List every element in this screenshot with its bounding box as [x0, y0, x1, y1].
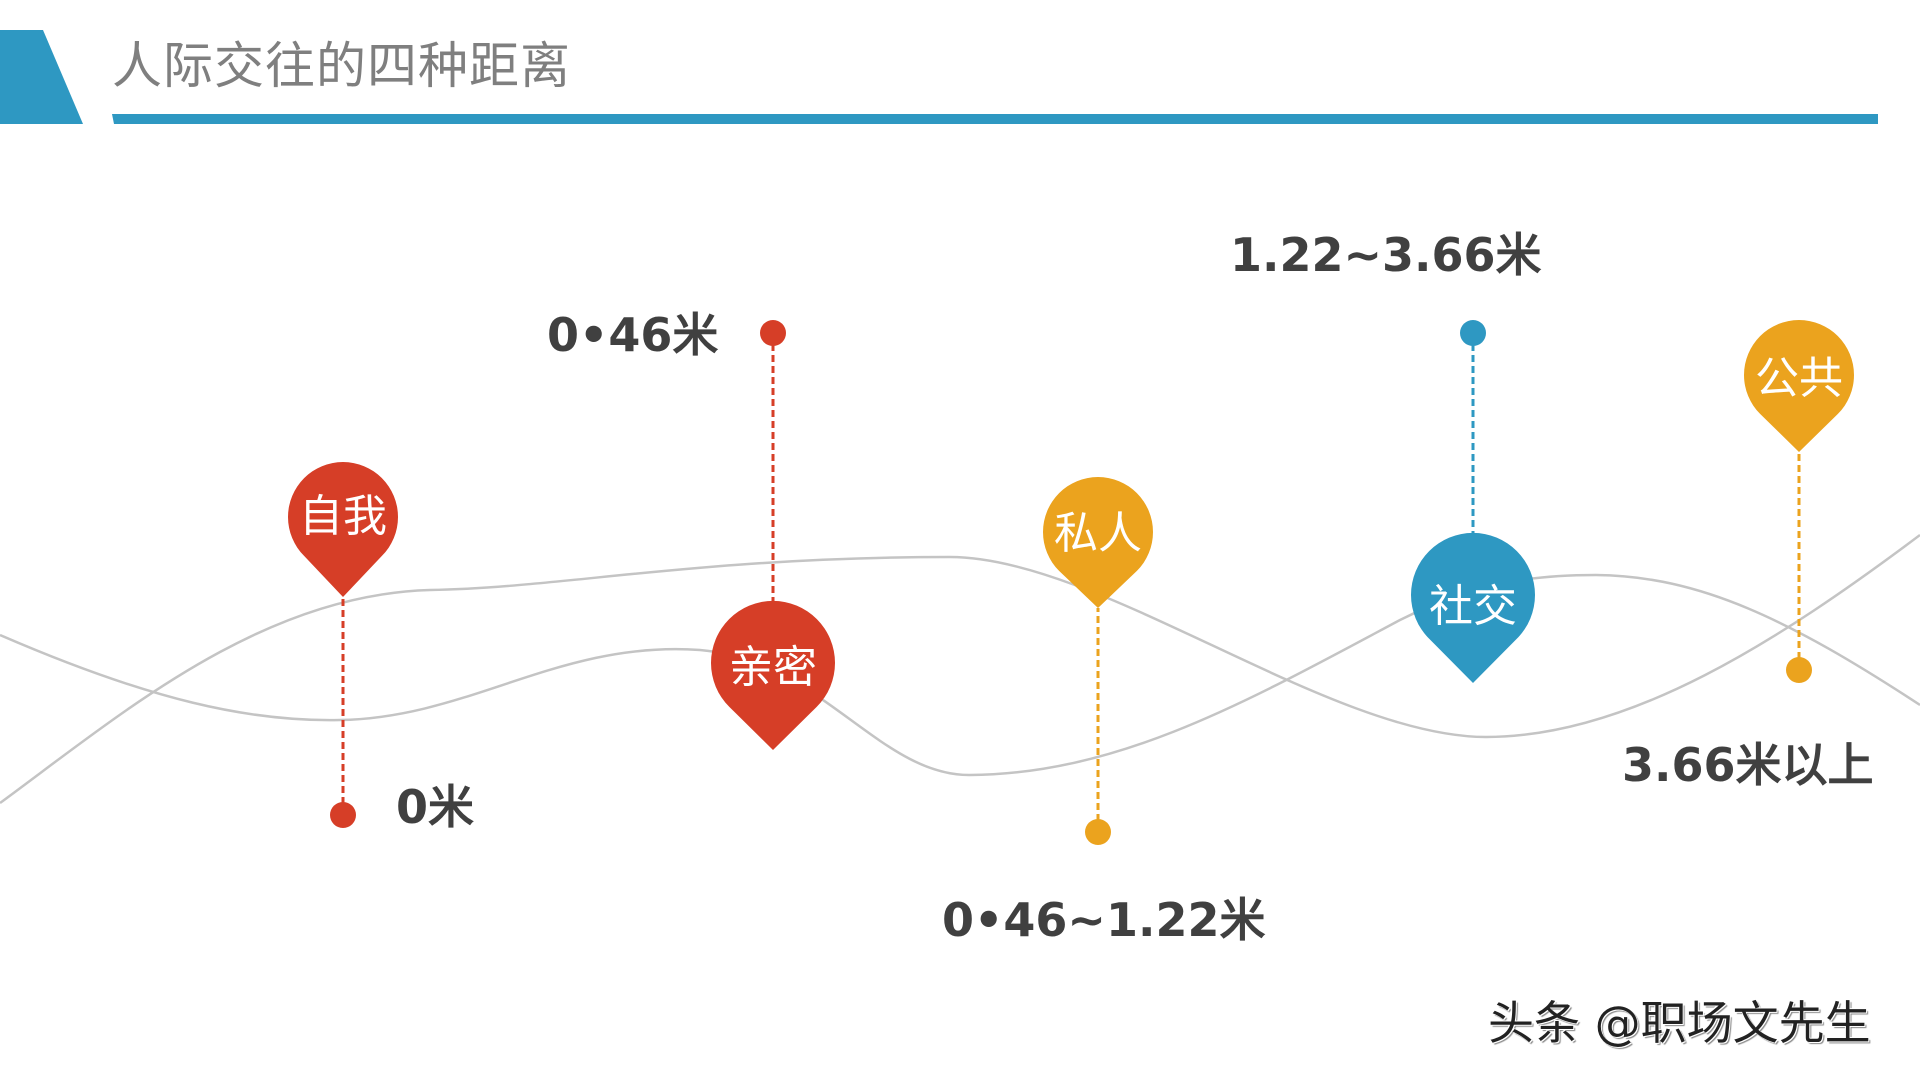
endpoint-dot — [1085, 819, 1111, 845]
map-pin-icon — [1042, 477, 1153, 608]
endpoint-dot — [1460, 320, 1486, 346]
distance-label-public: 3.66米以上 — [1622, 738, 1874, 792]
distance-label-social: 1.22~3.66米 — [1230, 228, 1542, 282]
distance-label-self: 0米 — [396, 780, 475, 834]
page-title: 人际交往的四种距离 — [112, 37, 571, 95]
pin-label-self: 自我 — [299, 491, 387, 542]
wave-curve-a — [0, 573, 1920, 777]
marker-intimate — [711, 320, 835, 750]
marker-self — [288, 462, 399, 828]
map-pin-icon — [1411, 532, 1535, 683]
map-pin-icon — [711, 600, 835, 750]
map-pin-icon — [288, 462, 399, 597]
distance-label-intimate: 0•46米 — [547, 308, 719, 362]
map-pin-icon — [1744, 320, 1854, 452]
pin-label-intimate: 亲密 — [729, 642, 817, 693]
header-underline-bar — [112, 114, 1878, 124]
pin-label-personal: 私人 — [1054, 508, 1142, 559]
endpoint-dot — [1786, 657, 1812, 683]
distance-label-personal: 0•46~1.22米 — [942, 893, 1266, 947]
marker-social — [1411, 320, 1535, 683]
endpoint-dot — [330, 802, 356, 828]
wave-curve-b — [0, 533, 1920, 805]
watermark: 头条 @职场文先生 — [1488, 996, 1871, 1050]
pin-label-social: 社交 — [1429, 581, 1517, 632]
marker-personal — [1042, 477, 1153, 845]
header-accent-shape — [0, 30, 83, 124]
pin-label-public: 公共 — [1755, 353, 1843, 404]
endpoint-dot — [760, 320, 786, 346]
marker-public — [1744, 320, 1854, 683]
